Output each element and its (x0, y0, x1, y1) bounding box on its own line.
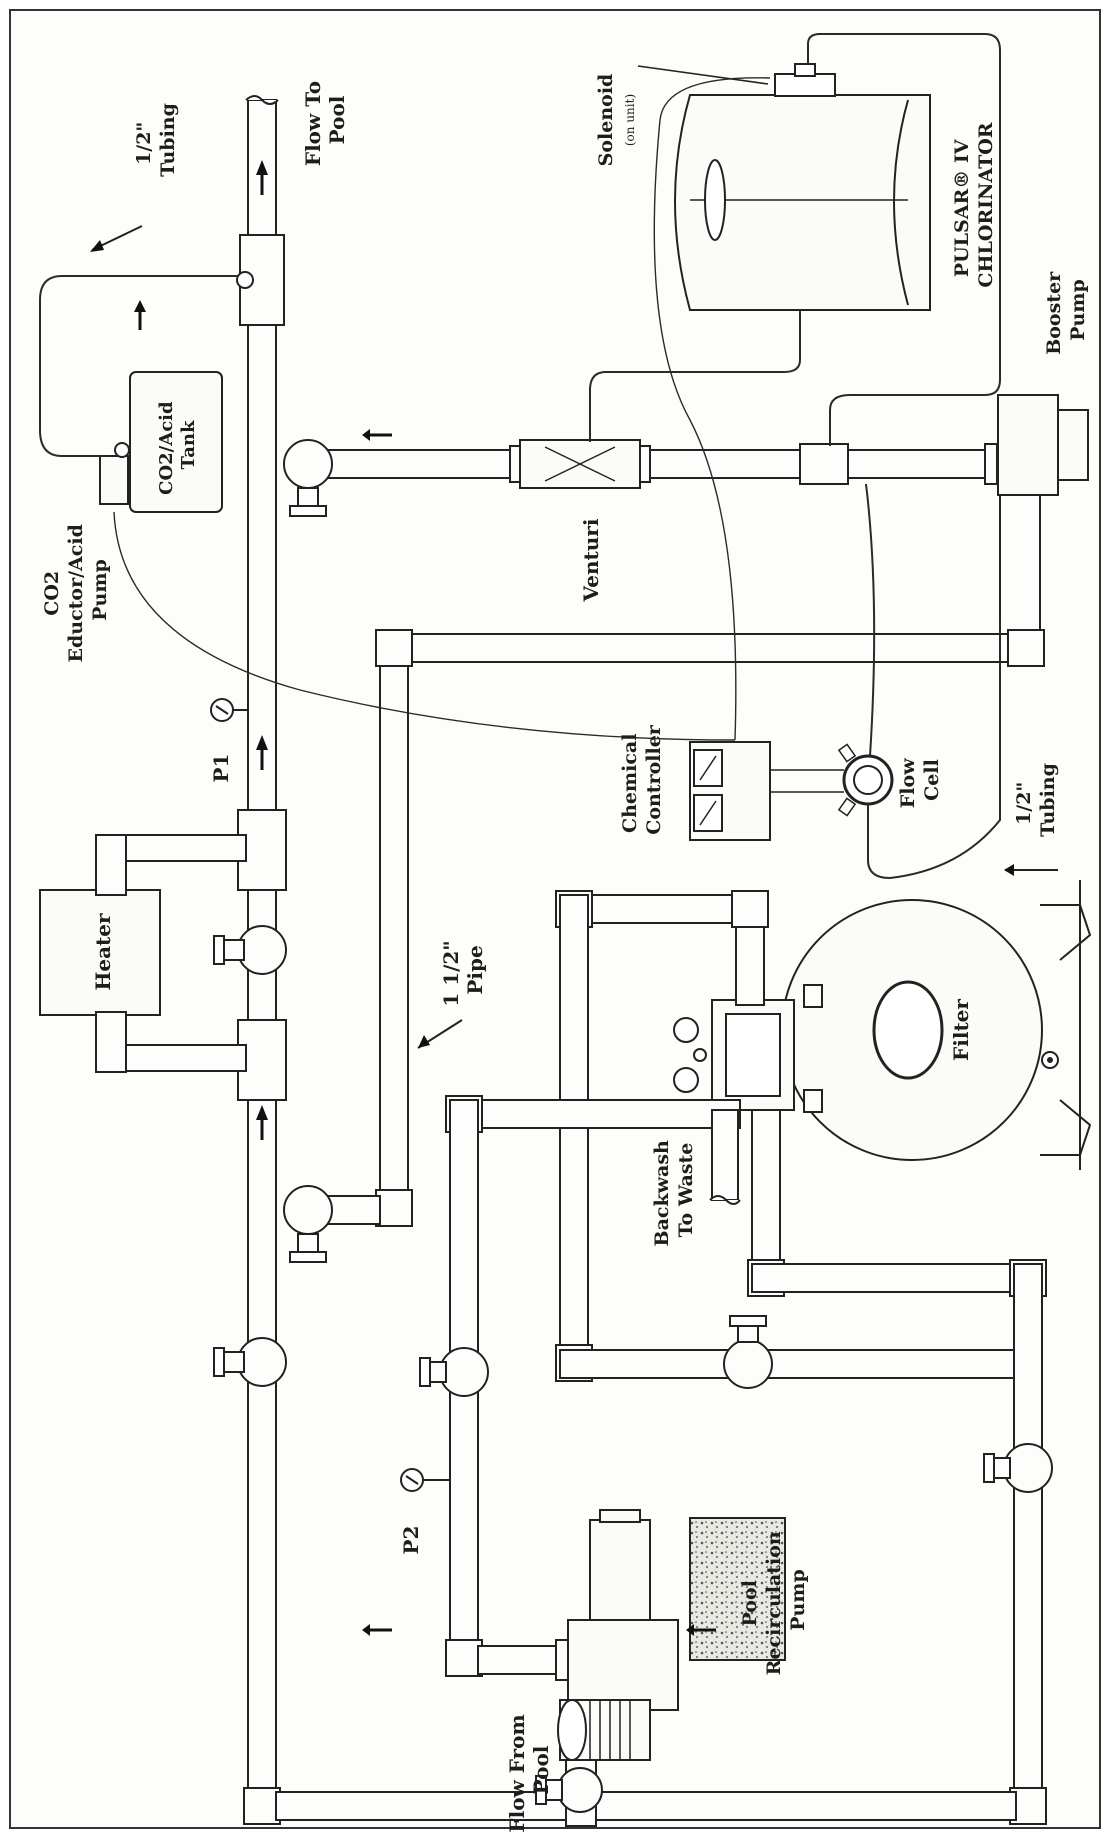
sample-tubing-out (867, 620, 1001, 880)
supply-pipe-1-5 (283, 629, 1045, 1263)
svg-text:1/2" Tubing: 1/2" Tubing (133, 103, 179, 177)
return-valve[interactable] (983, 1443, 1053, 1493)
pump-discharge-valve[interactable] (419, 1347, 489, 1397)
venturi-label: Venturi (579, 518, 603, 602)
backwash-label-2: To Waste (675, 1143, 697, 1238)
co2-eductor-pump (99, 442, 130, 505)
heater-label: Heater (91, 913, 115, 991)
flow-to-pool-label-2: Pool (325, 95, 349, 144)
flow-to-pool-label-1: Flow To (301, 81, 325, 166)
pipe-size-label-1: 1 1/2" (439, 940, 463, 1006)
svg-text:Chemical Controller: Chemical Controller (619, 724, 665, 835)
recirc-label-3: Pump (787, 1569, 809, 1631)
p2-label: P2 (399, 1526, 423, 1555)
filter-bypass-valve[interactable] (723, 1315, 773, 1389)
tubing-top-label-1: 1/2" (133, 122, 155, 165)
co2-acid-tank: CO2/Acid Tank (129, 371, 223, 513)
flow-arrows (134, 160, 716, 1636)
tubing-bottom-label-2: Tubing (1037, 763, 1059, 837)
backwash-label-1: Backwash (651, 1140, 673, 1246)
svg-text:CO2/Acid Tank: CO2/Acid Tank (156, 395, 199, 495)
eductor-control-wire (113, 511, 736, 741)
solenoid (774, 73, 836, 97)
svg-text:1 1/2" Pipe: 1 1/2" Pipe (439, 933, 487, 1006)
recirc-label-2: Recirculation (763, 1531, 785, 1675)
flow-cell-label-1: Flow (897, 758, 919, 808)
tubing-bottom-label-1: 1/2" (1013, 782, 1035, 825)
chlorinator-line (283, 439, 1011, 517)
svg-text:PULSAR® IV CHLORINATOR: PULSAR® IV CHLORINATOR (951, 122, 997, 287)
controller-label-1: Chemical (619, 734, 641, 833)
flow-from-pool-label-1: Flow From (505, 1714, 529, 1832)
solenoid-note: (on unit) (623, 94, 637, 146)
eductor-label-3: Pump (89, 559, 111, 621)
heater: Heater (39, 834, 247, 1073)
filter-label: Filter (949, 999, 973, 1061)
main-line-valve[interactable] (213, 1337, 287, 1387)
chlorinator-label-2: CHLORINATOR (975, 122, 997, 287)
venturi (519, 439, 641, 489)
recirculation-pump (477, 1509, 786, 1761)
solenoid-label: Solenoid (595, 74, 617, 167)
controller-label-2: Controller (643, 724, 665, 835)
svg-text:CO2 Eductor/Acid Pump: CO2 Eductor/Acid Pump (41, 518, 111, 663)
p1-gauge: P1 (209, 698, 248, 783)
p1-label: P1 (209, 754, 233, 783)
chemical-controller (689, 741, 771, 841)
eductor-label-2: Eductor/Acid (65, 524, 87, 662)
co2-tank-label-1: CO2/Acid (156, 401, 177, 495)
filter-tank: Filter (781, 880, 1092, 1170)
tubing-top-label-2: Tubing (157, 103, 179, 177)
p2-gauge: P2 (399, 1468, 450, 1555)
chlorinator-supply-tubing (807, 33, 1001, 446)
co2-injection-tubing (39, 275, 238, 457)
flow-from-pool-label-2: Pool (529, 1745, 553, 1794)
svg-text:Flow Cell: Flow Cell (897, 752, 943, 808)
pulsar-chlorinator (674, 63, 931, 311)
svg-text:Backwash To Waste: Backwash To Waste (651, 1134, 697, 1247)
svg-text:Pool Recirculation Pum: Pool Recirculation Pump (739, 1525, 809, 1676)
solenoid-control-wire (653, 77, 771, 741)
chlorinator-return-tubing (589, 310, 801, 442)
pipe-size-label-2: Pipe (463, 945, 487, 994)
chlorinator-label-1: PULSAR® IV (951, 138, 973, 277)
pump-strainer (689, 1517, 786, 1661)
flow-cell (770, 743, 894, 817)
injection-point (236, 271, 254, 289)
booster-pump: Booster Pump (997, 265, 1089, 636)
recirc-label-1: Pool (739, 1580, 761, 1626)
svg-text:Flow From Pool: Flow From Pool (505, 1707, 553, 1832)
booster-label-2: Pump (1067, 279, 1089, 341)
heater-bypass-valve[interactable] (213, 925, 287, 975)
main-return-pipe (237, 95, 287, 1825)
svg-text:1/2" Tubing: 1/2" Tubing (1013, 763, 1059, 837)
co2-tank-label-2: Tank (178, 420, 199, 469)
svg-text:Booster Pump: Booster Pump (1043, 265, 1089, 355)
flow-cell-label-2: Cell (921, 759, 943, 801)
svg-text:Flow To Pool: Flow To Pool (301, 74, 349, 166)
pool-suction-pipe (535, 1759, 603, 1827)
sample-tubing-in (865, 483, 876, 757)
booster-label-1: Booster (1043, 271, 1065, 355)
eductor-label-1: CO2 (41, 571, 63, 616)
